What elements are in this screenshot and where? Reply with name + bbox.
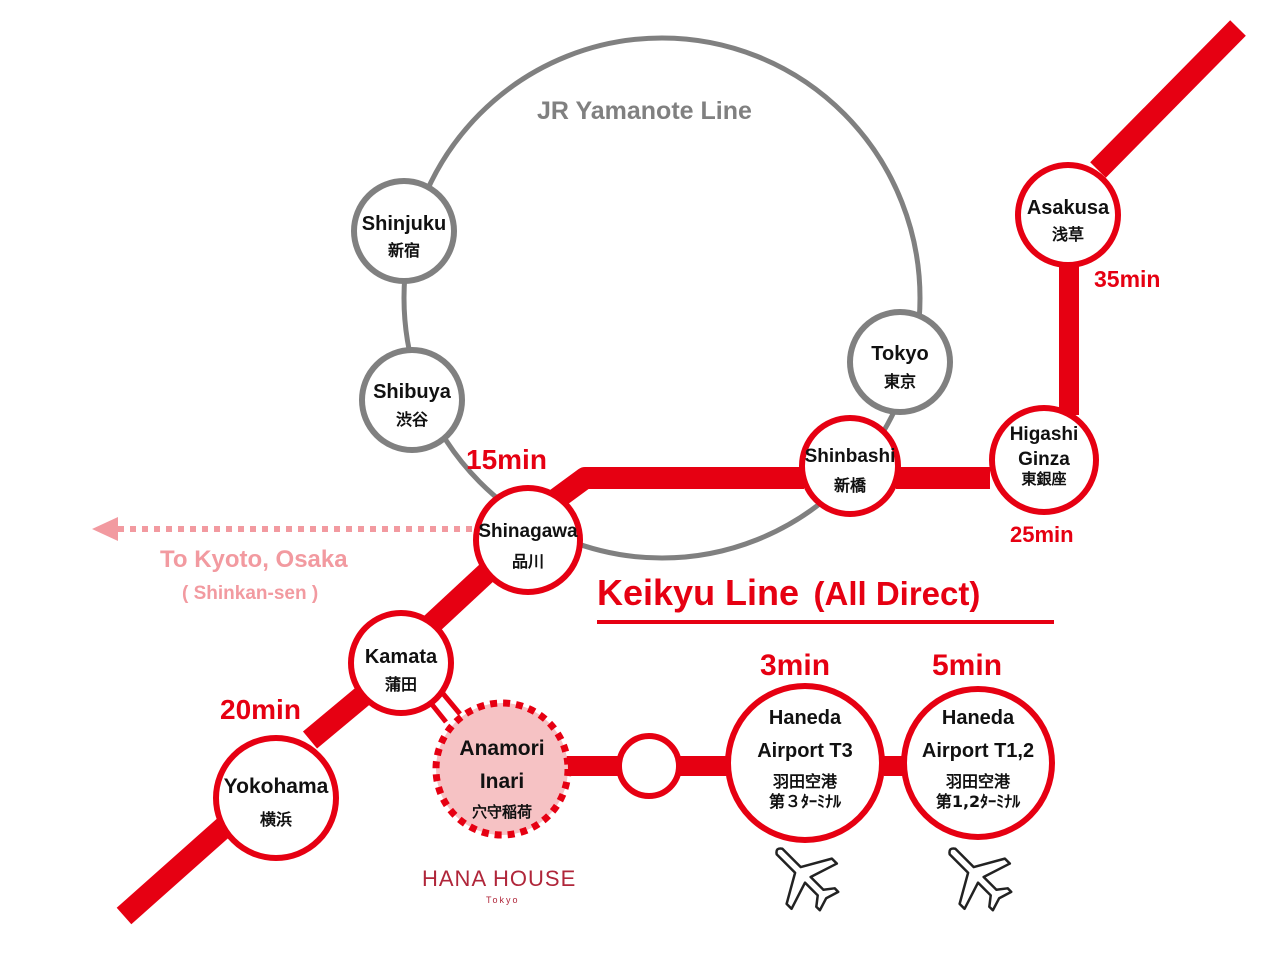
station-name-jp: 新宿 <box>387 241 420 260</box>
keikyu-line-kamata-shinagawa <box>417 556 503 639</box>
station-asakusa: Asakusa 浅草 <box>1018 198 1118 243</box>
station-name-jp: 東銀座 <box>1021 470 1067 488</box>
station-circle-shinjuku <box>351 178 457 284</box>
station-name-en: Yokohama <box>223 775 329 798</box>
station-name-jp: 蒲田 <box>384 675 417 694</box>
station-name-en: Shinagawa <box>478 521 578 542</box>
station-name-en: Kamata <box>364 646 438 668</box>
station-name-en: Shibuya <box>373 381 451 403</box>
station-name-jp: 第３ﾀｰﾐﾅﾙ <box>768 792 841 811</box>
station-name-en: Tokyo <box>871 343 929 365</box>
time-yokohama: 20min <box>220 694 301 725</box>
station-tokyo: Tokyo 東京 <box>850 344 950 390</box>
station-circle-intermediate <box>616 733 682 799</box>
station-circle-shinbashi <box>799 415 901 517</box>
station-name-jp: 羽田空港 <box>945 772 1010 791</box>
station-haneda-t3: Haneda Airport T3 羽田空港 第３ﾀｰﾐﾅﾙ <box>740 708 870 810</box>
station-name-jp: 穴守稲荷 <box>471 803 532 821</box>
station-name-jp: 第1,2ﾀｰﾐﾅﾙ <box>935 792 1021 811</box>
station-kamata: Kamata 蒲田 <box>351 647 451 693</box>
keikyu-line-asakusa-north <box>1090 20 1246 178</box>
station-name-en: Shinjuku <box>361 213 447 235</box>
station-name-jp: 品川 <box>511 552 544 571</box>
station-name-jp: 渋谷 <box>395 410 428 429</box>
station-shibuya: Shibuya 渋谷 <box>362 382 462 428</box>
station-circle-asakusa <box>1015 162 1121 268</box>
station-circle-higashiginza <box>989 405 1099 515</box>
keikyu-title-note: (All Direct) <box>813 575 981 612</box>
station-name-en: Shinbashi <box>804 446 896 467</box>
station-name-en: Haneda <box>768 707 842 729</box>
station-name-en: Haneda <box>941 707 1015 729</box>
station-shinbashi: Shinbashi 新橋 <box>800 447 900 494</box>
station-circle-kamata <box>348 610 454 716</box>
station-name-jp: 東京 <box>883 372 916 391</box>
brand-logo-name: HANA HOUSE <box>422 866 577 891</box>
station-haneda-t12: Haneda Airport T1,2 羽田空港 第1,2ﾀｰﾐﾅﾙ <box>908 708 1048 810</box>
station-shinjuku: Shinjuku 新宿 <box>354 214 454 259</box>
station-circle-haneda-t3 <box>725 683 885 843</box>
keikyu-line-yokohama-kamata <box>302 681 378 749</box>
station-higashi-ginza: Higashi Ginza 東銀座 <box>994 425 1094 487</box>
station-name-jp: 横浜 <box>259 810 292 829</box>
time-haneda-t12: 5min <box>932 649 1003 682</box>
station-circle-haneda-t12 <box>901 686 1055 840</box>
station-name-jp: 羽田空港 <box>772 772 837 791</box>
station-name-en: Inari <box>479 770 525 793</box>
shinkansen-destination-label: To Kyoto, Osaka <box>160 546 348 573</box>
station-circle-shibuya <box>359 347 465 453</box>
station-circle-yokohama <box>213 735 339 861</box>
station-name-en: Airport T3 <box>757 740 853 762</box>
time-shinagawa: 15min <box>466 444 547 475</box>
station-circle-shinagawa <box>473 485 583 595</box>
station-anamori-inari: Anamori Inari 穴守稲荷 <box>442 738 562 820</box>
station-circle-tokyo <box>847 309 953 415</box>
keikyu-line-yokohama-south <box>116 811 240 925</box>
keikyu-line-shinagawa-shinbashi <box>548 467 804 509</box>
jr-yamanote-label: JR Yamanote Line <box>537 97 752 125</box>
brand-logo-sub: Tokyo <box>486 895 520 905</box>
shinkansen-note-label: ( Shinkan-sen ) <box>182 583 319 604</box>
station-name-en: Anamori <box>459 737 545 760</box>
station-name-en: Asakusa <box>1026 197 1110 219</box>
time-haneda-t3: 3min <box>760 649 831 682</box>
station-circle-anamori <box>432 699 572 839</box>
keikyu-title-name: Keikyu Line <box>597 572 800 613</box>
airplane-icon <box>948 847 1013 912</box>
airplane-icon <box>775 847 840 912</box>
station-name-jp: 浅草 <box>1051 225 1084 244</box>
station-name-jp: 新橋 <box>833 476 866 495</box>
station-name-en: Ginza <box>1018 449 1070 470</box>
keikyu-title: Keikyu Line (All Direct) <box>597 575 980 611</box>
station-name-en: Airport T1,2 <box>921 740 1035 762</box>
time-asakusa: 35min <box>1094 266 1161 292</box>
station-name-en: Higashi <box>1009 424 1079 445</box>
station-shinagawa: Shinagawa 品川 <box>471 522 585 570</box>
time-higashi-ginza: 25min <box>1010 522 1074 547</box>
jr-yamanote-loop <box>401 35 923 561</box>
shinkansen-arrow-icon <box>92 517 118 541</box>
station-yokohama: Yokohama 横浜 <box>216 776 336 828</box>
